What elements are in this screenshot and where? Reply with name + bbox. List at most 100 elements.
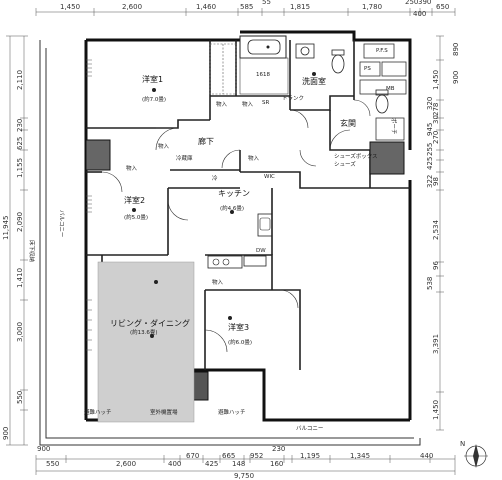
- bathtub-icon: [239, 35, 287, 59]
- dim-bottom-11: 1,345: [350, 452, 370, 460]
- dim-right-16: 538: [426, 277, 434, 290]
- room-kitchen-name: キッチン: [218, 189, 250, 198]
- dim-bottom-4: 670: [186, 452, 199, 460]
- dim-left-5: 2,090: [16, 212, 24, 232]
- label-ps: PS: [364, 66, 371, 72]
- dim-top-8: 250: [405, 0, 418, 6]
- room-bedroom3-name: 洋室3: [228, 322, 249, 332]
- dim-bottom-left: 900: [37, 445, 50, 453]
- dimension-lines-bottom: [35, 455, 456, 475]
- dim-right-15: 3,391: [432, 334, 440, 354]
- windows: [86, 59, 92, 351]
- room-bedroom2-size: (約5.0畳): [124, 213, 148, 221]
- balcony-outline: [39, 40, 421, 446]
- column-right: [369, 141, 405, 175]
- room-ldk-name: リビング・ダイニング: [110, 318, 190, 328]
- dim-bottom-7: 148: [232, 460, 245, 468]
- dim-bottom-3: 400: [168, 460, 181, 468]
- ldk-floor-shade: [98, 262, 194, 422]
- dim-top-1: 1,450: [60, 3, 80, 11]
- dimension-lines-right: [436, 35, 444, 431]
- room-bedroom3-size: (約6.0畳): [228, 338, 252, 346]
- dim-left-4: 1,155: [16, 158, 24, 178]
- dim-top-11: 400: [413, 10, 426, 18]
- dim-right-7: 30: [432, 115, 440, 124]
- label-closet-1: 物入: [216, 100, 228, 108]
- dim-bottom-6: 665: [222, 452, 235, 460]
- dim-bottom-5: 425: [205, 460, 218, 468]
- dim-left-2: 230: [16, 119, 24, 132]
- dim-top-2: 2,600: [122, 3, 142, 11]
- dim-top-9: 390: [418, 0, 431, 6]
- dimension-lines-left: [6, 35, 28, 446]
- label-kitchen-note: 冷蔵庫: [176, 154, 193, 162]
- label-tray: トランク: [282, 95, 304, 102]
- svg-text:N: N: [460, 440, 465, 448]
- label-dw: DW: [256, 248, 266, 254]
- dim-left-1: 2,110: [16, 70, 24, 90]
- compass-icon: N: [460, 440, 488, 468]
- dim-right-13: 2,534: [432, 219, 440, 240]
- ldk-floor-outline: [97, 261, 195, 423]
- room-ldk-size: (約13.6畳): [130, 328, 158, 336]
- label-mb: MB: [386, 86, 395, 92]
- dim-right-3: 900: [452, 71, 460, 84]
- dim-bottom-2: 2,600: [116, 460, 136, 468]
- label-balcony-bottom: バルコニー: [296, 425, 323, 432]
- dim-top-7: 1,780: [362, 3, 382, 11]
- dim-bottom-total: 9,750: [234, 472, 254, 480]
- toilet-2-icon: [375, 89, 389, 114]
- toilet-icon: [331, 49, 345, 74]
- door-swings: [101, 99, 371, 353]
- room-bath-label: 1618: [256, 72, 270, 78]
- room-bedroom2-name: 洋室2: [124, 195, 145, 205]
- dim-left-3: 625: [16, 137, 24, 150]
- dim-right-17: 1,450: [432, 400, 440, 420]
- label-fridge: 冷: [212, 174, 218, 182]
- label-closet-6: 物入: [212, 278, 224, 286]
- ceiling-lights: [132, 72, 316, 338]
- dim-left-bottom: 900: [2, 427, 10, 440]
- dim-bottom-8: 952: [250, 452, 263, 460]
- dim-right-6: 945: [426, 123, 434, 136]
- dim-right-14: 96: [432, 261, 440, 270]
- label-side-text: 床下収納: [28, 240, 36, 263]
- room-hallway-name: 廊下: [198, 136, 214, 146]
- label-shoebox: シューズボックス: [334, 152, 378, 160]
- dim-bottom-10: 1,195: [300, 452, 320, 460]
- dim-right-12: 322: [426, 175, 434, 188]
- label-wic: WIC: [264, 174, 275, 180]
- room-entrance-name: 玄関: [340, 118, 356, 128]
- label-closet-5: 物入: [126, 164, 138, 172]
- label-shoes-note: シューズ: [334, 160, 356, 168]
- label-bottom-note1: 避難ハッチ: [84, 408, 112, 416]
- dim-left-outer: 11,945: [2, 216, 10, 241]
- room-washroom-name: 洗面室: [302, 76, 326, 86]
- dim-top-10: 650: [436, 3, 449, 11]
- dim-top-4: 585: [240, 3, 253, 11]
- dim-right-11: 98: [432, 177, 440, 186]
- label-bottom-note3: 避難ハッチ: [218, 408, 246, 416]
- dim-bottom-1: 550: [46, 460, 59, 468]
- dim-bottom-9: 230: [272, 445, 285, 453]
- dim-left-6: 1,410: [16, 268, 24, 288]
- label-pfs: P.F.S: [376, 48, 388, 54]
- label-closet-3: 物入: [158, 142, 170, 150]
- dim-right-9: 425: [426, 157, 434, 170]
- utility-boxes: [359, 43, 407, 141]
- dim-right-4: 320: [426, 97, 434, 110]
- dim-right-2: 1,450: [432, 70, 440, 90]
- label-porch: ポーチ: [390, 118, 397, 135]
- dim-left-8: 550: [16, 391, 24, 404]
- label-closet-4: 物入: [248, 154, 260, 162]
- dimension-lines-top: [35, 8, 456, 16]
- closet-bedroom1: [209, 43, 237, 95]
- washbasin-icon: [295, 43, 315, 59]
- label-closet-2: 物入: [242, 100, 254, 108]
- dim-right-5: 278: [432, 103, 440, 116]
- dim-top-5: 55: [262, 0, 271, 6]
- kitchen-counter: [207, 213, 273, 269]
- bath-room-outline: [239, 57, 289, 95]
- dim-left-7: 3,000: [16, 322, 24, 342]
